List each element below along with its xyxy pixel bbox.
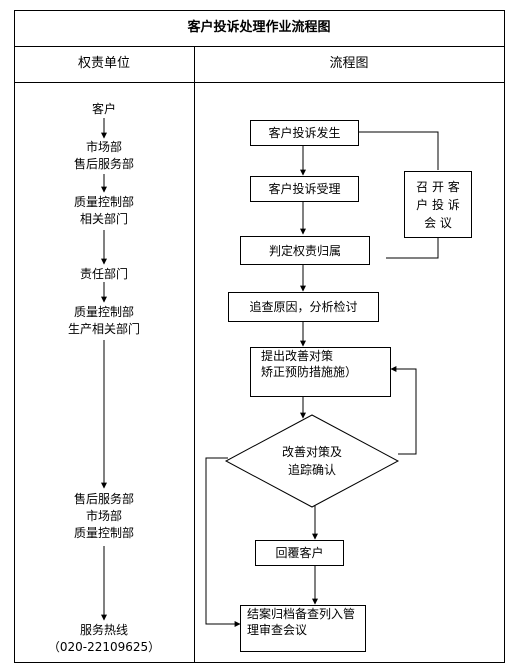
meeting-complaint-review: 召 开 客 户 投 诉 会 议 <box>404 171 472 238</box>
meeting-line3: 会 议 <box>424 215 452 230</box>
dept-responsible: 责任部门 <box>79 267 128 281</box>
path-decision-to-step7 <box>205 457 241 627</box>
flow-connectors <box>205 131 439 627</box>
link-step1-meeting <box>359 131 439 170</box>
dept-customer: 客户 <box>91 102 116 116</box>
dept-after-sales: 售后服务部 <box>73 157 134 171</box>
meeting-line1: 召 开 客 <box>416 179 460 194</box>
dept-related: 相关部门 <box>79 212 128 226</box>
step-improvement-plan-line2: 矫正预防措施施） <box>261 365 358 379</box>
step-close-archive-line2: 理审查会议 <box>247 623 308 637</box>
step-improvement-plan-line1: 提出改善对策 <box>261 349 334 363</box>
step-investigate-cause: 追查原因，分析检讨 <box>228 292 379 322</box>
dept-quality-control-2: 质量控制部 <box>73 305 134 319</box>
dept-market-2: 市场部 <box>85 509 122 523</box>
loop-decision-to-step5 <box>390 366 417 455</box>
header-flowchart: 流程图 <box>329 56 369 71</box>
decision-line1: 改善对策及 <box>281 445 342 459</box>
decision-improvement-confirm: 改善对策及 追踪确认 <box>258 443 366 479</box>
dept-production-related: 生产相关部门 <box>67 322 140 336</box>
step-improvement-plan: 提出改善对策 矫正预防措施施） <box>250 347 391 397</box>
dept-hotline: 服务热线 <box>79 623 128 637</box>
meeting-line2: 户 投 诉 <box>416 197 460 212</box>
decision-line2: 追踪确认 <box>287 463 336 477</box>
dept-quality-control-3: 质量控制部 <box>73 526 134 540</box>
step-close-archive-line1: 结案归档备查列入管 <box>247 607 356 621</box>
dept-hotline-number: （020-22109625） <box>47 640 161 654</box>
step-complaint-occurs: 客户投诉发生 <box>250 120 359 146</box>
dept-quality-control: 质量控制部 <box>73 195 134 209</box>
step-close-archive: 结案归档备查列入管 理审查会议 <box>240 605 366 652</box>
page-title: 客户投诉处理作业流程图 <box>187 20 331 35</box>
dept-after-sales-2: 售后服务部 <box>73 492 134 506</box>
step-reply-customer: 回覆客户 <box>255 540 344 566</box>
link-meeting-step3 <box>386 237 439 259</box>
step-determine-responsibility: 判定权责归属 <box>240 236 370 265</box>
decision-diamond <box>224 414 400 508</box>
step-complaint-accepted: 客户投诉受理 <box>250 176 359 202</box>
table-grid <box>14 10 505 663</box>
header-responsible-unit: 权责单位 <box>77 56 130 71</box>
dept-market: 市场部 <box>85 140 122 154</box>
